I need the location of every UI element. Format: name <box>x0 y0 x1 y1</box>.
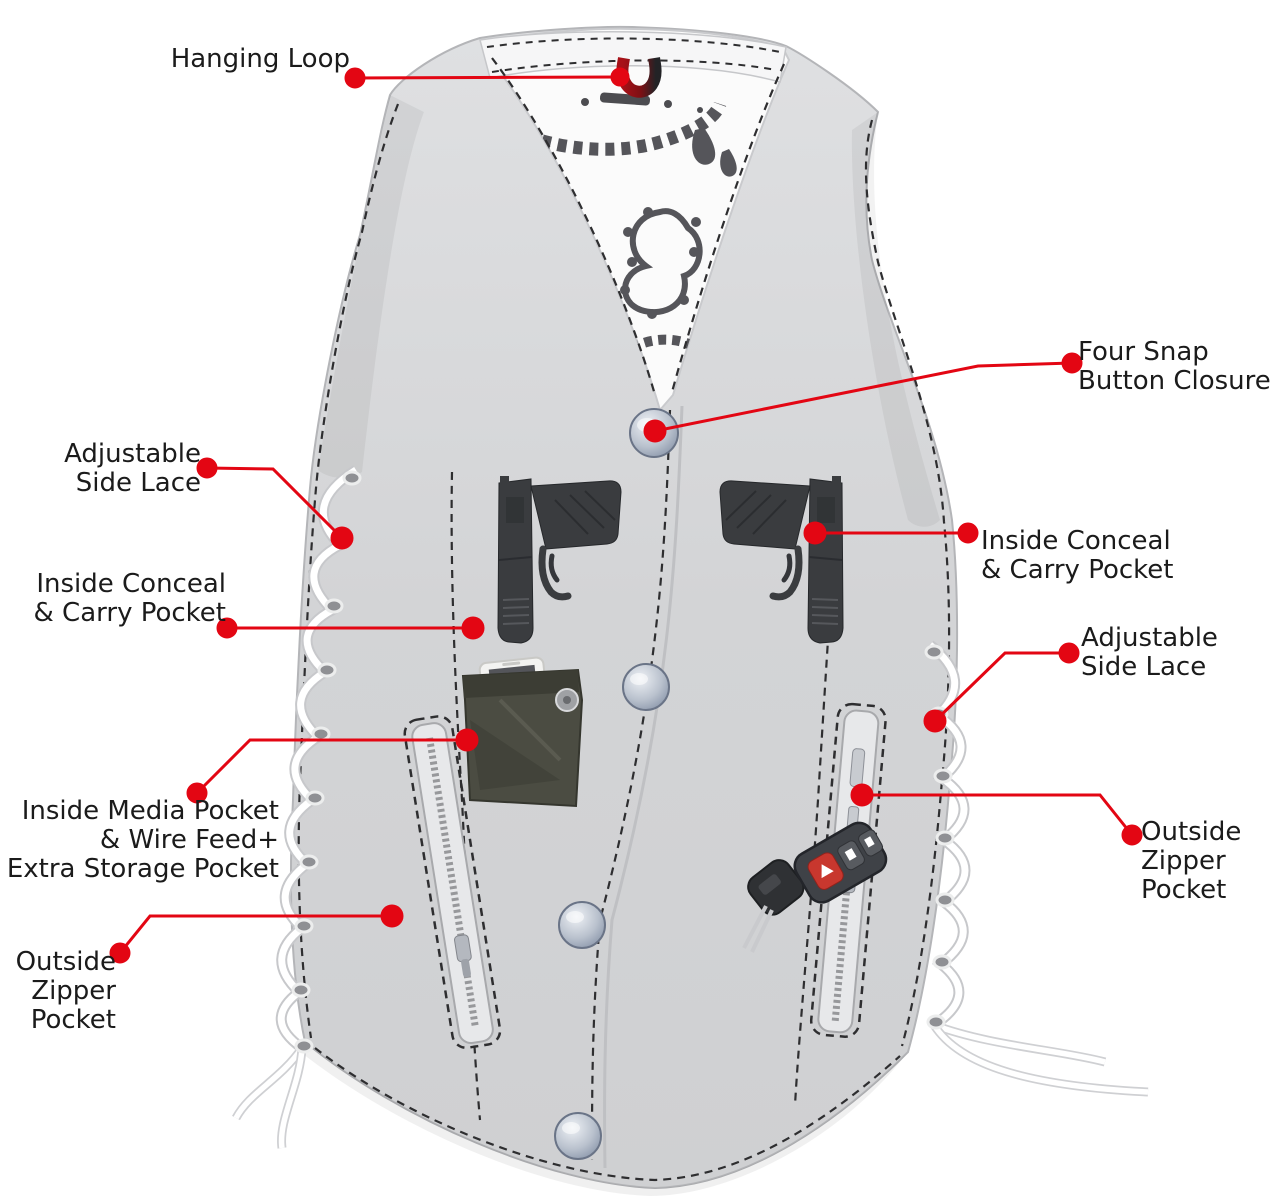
label-inside-conceal-carry-pocket-right: Inside Conceal & Carry Pocket <box>981 526 1174 585</box>
key-fob <box>742 821 888 953</box>
vest-body <box>289 25 959 1196</box>
label-adjustable-side-lace-left: Adjustable Side Lace <box>64 439 201 498</box>
label-adjustable-side-lace-right: Adjustable Side Lace <box>1081 623 1218 682</box>
callout-lines <box>109 67 1143 964</box>
paisley-lining <box>481 27 791 413</box>
callout-zipper-right <box>850 783 1143 846</box>
callout-side-lace-right <box>923 642 1080 733</box>
callout-four-snap <box>643 352 1083 443</box>
handgun-right <box>719 476 844 644</box>
snap-button <box>558 901 606 949</box>
label-inside-conceal-carry-pocket-left: Inside Conceal & Carry Pocket <box>33 569 226 628</box>
label-hanging-loop: Hanging Loop <box>170 44 350 74</box>
callout-conceal-right <box>803 521 979 545</box>
callout-conceal-left <box>216 616 485 640</box>
label-four-snap-button-closure: Four Snap Button Closure <box>1078 337 1271 396</box>
media-pocket <box>461 656 584 808</box>
callout-hanging-loop <box>344 67 630 89</box>
callout-media-pocket <box>186 728 479 804</box>
handgun-left <box>497 476 622 644</box>
zipper-pocket-left <box>403 715 502 1050</box>
collar-band <box>479 30 787 83</box>
snap-button <box>554 1112 602 1160</box>
callout-zipper-left <box>109 904 404 964</box>
side-lace-right <box>924 640 1149 1097</box>
front-flap-edge <box>603 405 684 1169</box>
label-outside-zipper-pocket-right: Outside Zipper Pocket <box>1141 817 1242 905</box>
callout-side-lace-left <box>196 457 354 550</box>
label-outside-zipper-pocket-left: Outside Zipper Pocket <box>15 947 116 1035</box>
label-inside-media-pocket: Inside Media Pocket & Wire Feed+ Extra S… <box>6 796 279 884</box>
snap-button <box>622 663 670 711</box>
